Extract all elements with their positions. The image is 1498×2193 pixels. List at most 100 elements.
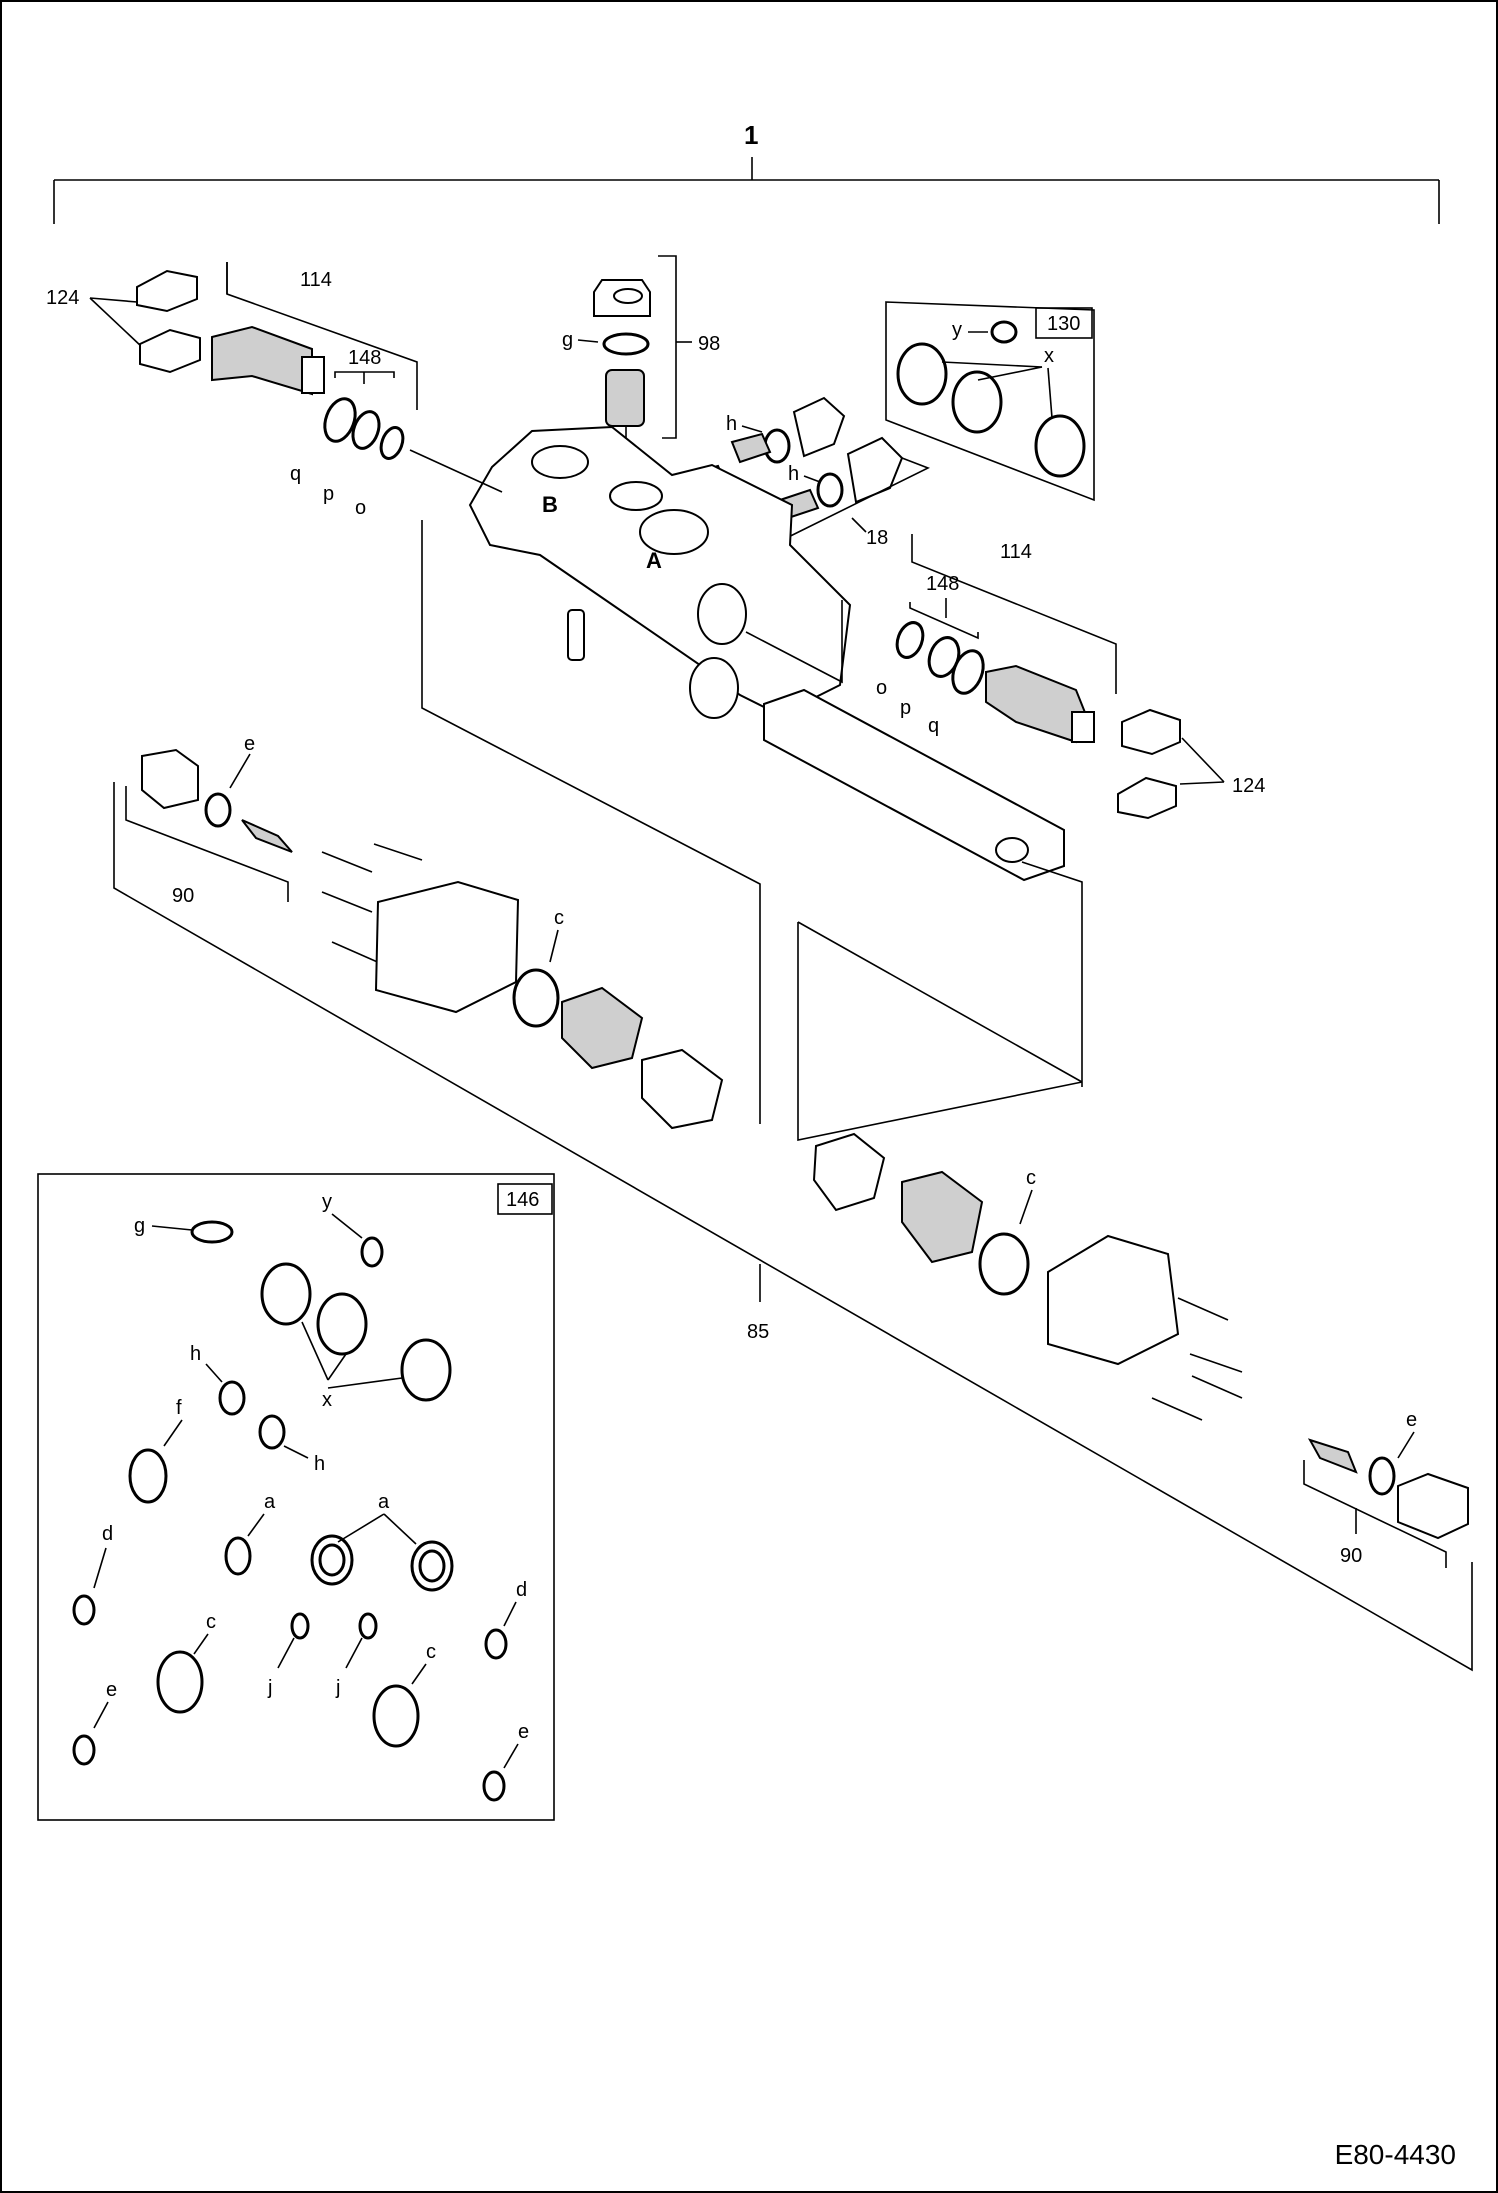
load-check-18-group: h h 18 [694, 396, 930, 555]
valve-body: B A [409, 425, 852, 719]
o-ring-c-kit-2 [372, 1684, 420, 1748]
o-ring-e-right [1368, 1456, 1396, 1496]
label-c-left: c [554, 907, 564, 929]
o-ring-o-left [379, 426, 405, 460]
o-ring-h-1 [763, 428, 791, 464]
label-x-kit: x [322, 1389, 332, 1411]
backup-ring-a-kit-2-inner [418, 1549, 446, 1583]
spring-housing-right-group: c [797, 921, 1243, 1421]
label-j-kit-1: j [267, 1677, 272, 1699]
callout-130: 130 [1047, 313, 1080, 335]
o-ring-h-kit-2 [258, 1414, 286, 1450]
spring-seat-left [641, 1048, 724, 1130]
o-ring-x-130-1 [896, 342, 948, 406]
kit-130-box: 130 y x [885, 301, 1095, 502]
clip-124-right-lower [1117, 776, 1177, 820]
o-ring-c-left [512, 968, 560, 1028]
spring-housing-left [374, 880, 520, 1014]
bracket-85: 85 [113, 782, 1473, 1672]
spring-18-upper [730, 432, 772, 464]
relief-valve-left-group: 124 114 148 q p o [46, 262, 418, 519]
label-g-top: g [562, 329, 573, 351]
callout-90-right: 90 [1340, 1545, 1362, 1567]
o-ring-y-130 [990, 320, 1018, 344]
o-ring-d-kit-1 [72, 1594, 96, 1626]
relief-valve-tip-left [301, 356, 325, 394]
label-q-right: q [928, 715, 939, 737]
body-slot [567, 609, 585, 661]
callout-148-left: 148 [348, 347, 381, 369]
callout-146: 146 [506, 1189, 539, 1211]
callout-98: 98 [698, 333, 720, 355]
check-poppet [605, 369, 645, 427]
relief-valve-tip-right [1071, 711, 1095, 743]
o-ring-h-kit-1 [218, 1380, 246, 1416]
o-ring-q-left [323, 397, 357, 443]
o-ring-f-kit [128, 1448, 168, 1504]
label-d-kit-1: d [102, 1523, 113, 1545]
label-c-kit-1: c [206, 1611, 216, 1633]
cap-nut-90-left [141, 748, 199, 810]
side-port-lower [689, 657, 739, 719]
o-ring-c-kit-1 [156, 1650, 204, 1714]
label-h-kit-2: h [314, 1453, 325, 1475]
spring-right [901, 1170, 984, 1264]
label-h-kit-1: h [190, 1343, 201, 1365]
spring-left [561, 986, 644, 1070]
o-ring-g-kit [190, 1220, 234, 1244]
o-ring-x-kit-1 [260, 1262, 312, 1326]
label-y-kit: y [322, 1191, 332, 1213]
plug-18-lower [846, 436, 904, 504]
clip-124-right-upper [1121, 708, 1181, 756]
clip-124-lower [139, 328, 201, 374]
callout-124-right: 124 [1232, 775, 1265, 797]
o-ring-q-right [951, 649, 985, 695]
relief-valve-right-group: 114 148 o p q 124 [745, 534, 1265, 820]
spring-seat-right [812, 1132, 886, 1212]
label-q-left: q [290, 463, 301, 485]
backup-ring-p-right [927, 636, 961, 678]
spool-body [763, 688, 1065, 882]
o-ring-g [602, 332, 650, 356]
valve-body-housing [468, 425, 852, 717]
label-d-kit-2: d [516, 1579, 527, 1601]
o-ring-c-right [978, 1232, 1030, 1296]
label-a-kit-1: a [264, 1491, 276, 1513]
side-port-upper [697, 583, 747, 645]
label-h-1: h [726, 413, 737, 435]
label-y-130: y [952, 319, 962, 341]
backup-ring-p-left [351, 410, 381, 450]
label-a-kit-2: a [378, 1491, 390, 1513]
o-ring-x-kit-2 [316, 1292, 368, 1356]
callout-18: 18 [866, 527, 888, 549]
spool-end [995, 837, 1029, 863]
callout-148-right: 148 [926, 573, 959, 595]
o-ring-h-2 [816, 472, 844, 508]
cap-nut-90-right [1397, 1472, 1469, 1540]
backup-ring-a-kit-1 [310, 1534, 354, 1586]
o-ring-x-130-3 [1034, 414, 1086, 478]
label-c-kit-2: c [426, 1641, 436, 1663]
cap-90-right-group: e 90 [1303, 1409, 1469, 1568]
o-ring-x-130-2 [951, 370, 1003, 434]
o-ring-j-kit-2 [358, 1612, 378, 1640]
spool [763, 688, 1083, 1087]
o-ring-x-kit-3 [400, 1338, 452, 1402]
o-ring-o-right [895, 621, 925, 659]
plug-18-upper [792, 396, 846, 458]
cap-90-left-group: e 90 [125, 733, 293, 907]
label-e-left: e [244, 733, 255, 755]
port-a-label: A [646, 548, 662, 573]
clip-124-upper [136, 269, 198, 313]
o-ring-e-kit-2 [482, 1770, 506, 1802]
label-o-left: o [355, 497, 366, 519]
callout-124-left: 124 [46, 287, 79, 309]
o-ring-d-kit-2 [484, 1628, 508, 1660]
label-e-kit-2: e [518, 1721, 529, 1743]
callout-114-left: 114 [300, 269, 332, 291]
port-b-label: B [542, 492, 558, 517]
o-ring-a-kit [224, 1536, 252, 1576]
label-h-2: h [788, 463, 799, 485]
port-b-opening [531, 445, 589, 479]
